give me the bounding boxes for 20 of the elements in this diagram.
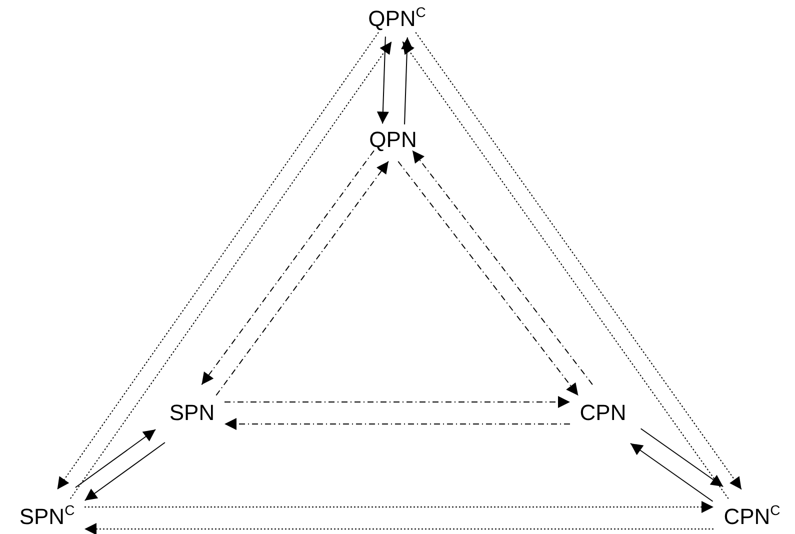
arrow bbox=[630, 442, 714, 502]
arrow bbox=[84, 523, 714, 534]
node-label: CPN bbox=[580, 400, 626, 426]
arrow bbox=[398, 160, 579, 396]
node-label: QPN bbox=[369, 127, 417, 153]
arrow bbox=[201, 150, 374, 386]
arrow bbox=[376, 36, 389, 124]
arrow bbox=[216, 160, 389, 396]
arrow bbox=[401, 36, 414, 125]
arrow bbox=[224, 396, 570, 408]
node-label: SPN bbox=[169, 400, 215, 426]
arrow bbox=[84, 501, 714, 513]
arrow bbox=[74, 429, 156, 488]
arrow bbox=[640, 428, 724, 488]
node-label: CPN$^{C}$ bbox=[724, 504, 780, 532]
node-label: QPN$^{C}$ bbox=[368, 6, 426, 34]
arrow bbox=[412, 150, 593, 386]
arrow bbox=[84, 442, 166, 501]
arrow bbox=[224, 418, 570, 430]
node-label: SPN$^{C}$ bbox=[19, 504, 75, 532]
